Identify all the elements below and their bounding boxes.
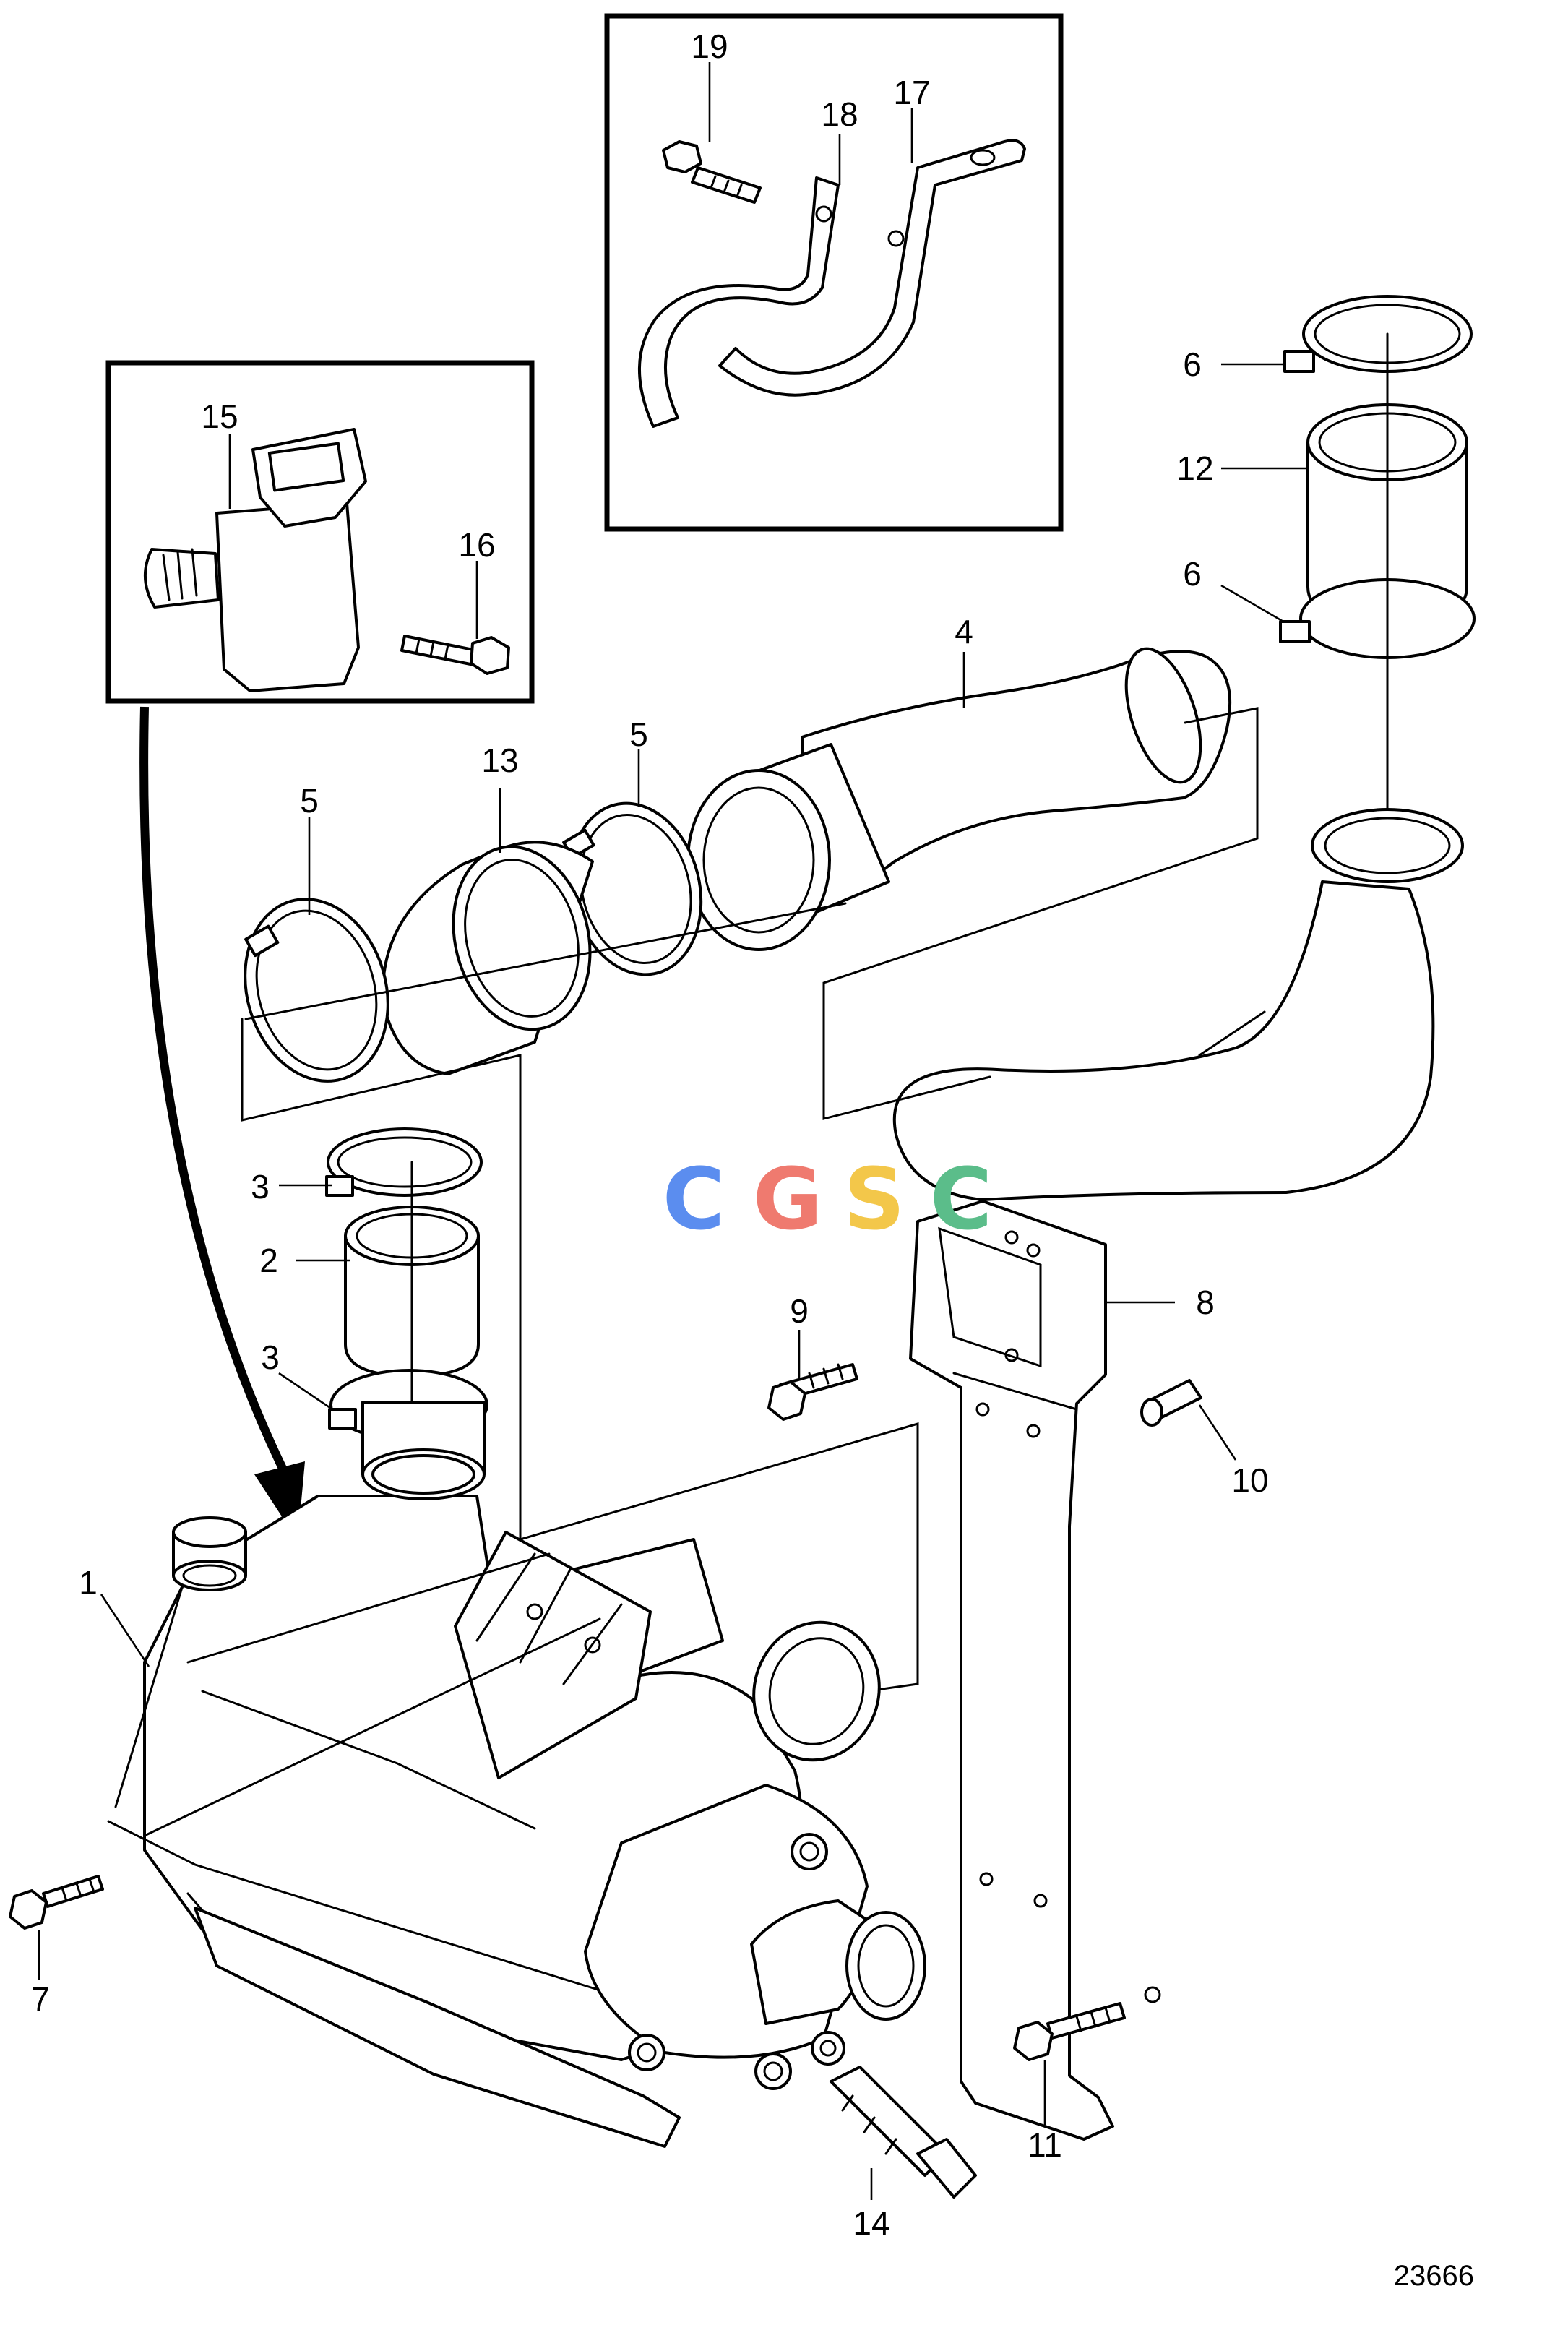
inset-frame-sensor bbox=[105, 360, 535, 704]
callout-leaders bbox=[38, 363, 1309, 2200]
spacer-10 bbox=[1140, 1379, 1202, 1427]
callout-19: 19 bbox=[691, 27, 728, 65]
callout-6-bottom: 6 bbox=[1183, 555, 1202, 593]
bracket-8 bbox=[909, 1200, 1161, 2141]
callout-13: 13 bbox=[481, 742, 518, 779]
callout-10: 10 bbox=[1231, 1461, 1268, 1499]
assembly-line-elbow bbox=[822, 707, 1259, 1120]
figure-number: 23666 bbox=[1394, 2260, 1474, 2292]
callout-18: 18 bbox=[821, 95, 858, 133]
inset-frame-bracket bbox=[604, 13, 1064, 532]
clamp-5-left bbox=[244, 898, 389, 1083]
callout-5-left: 5 bbox=[300, 782, 319, 820]
sensor-15 bbox=[144, 428, 367, 692]
watermark-letter-3: S bbox=[844, 1149, 905, 1249]
elbow-hose bbox=[892, 808, 1464, 1201]
callout-17: 17 bbox=[893, 74, 930, 111]
clamp-bracket-17 bbox=[718, 139, 1026, 397]
bolt-7 bbox=[9, 1875, 104, 1930]
callouts: 1 2 3 3 4 5 5 6 6 7 8 9 10 11 12 13 14 1… bbox=[31, 27, 1268, 2242]
callout-14: 14 bbox=[853, 2204, 889, 2242]
callout-6-top: 6 bbox=[1183, 345, 1202, 383]
callout-1: 1 bbox=[79, 1564, 98, 1602]
bolt-16 bbox=[400, 635, 510, 675]
bolt-9 bbox=[767, 1363, 858, 1421]
callout-3-top: 3 bbox=[251, 1168, 270, 1206]
cgsc-watermark: C G S C bbox=[663, 1149, 993, 1249]
exhaust-elbow-body-1 bbox=[107, 1401, 926, 2148]
callout-12: 12 bbox=[1176, 450, 1213, 487]
watermark-letter-2: G bbox=[753, 1149, 823, 1249]
watermark-letter-4: C bbox=[930, 1149, 993, 1249]
watermark-letter-1: C bbox=[663, 1149, 725, 1249]
callout-3-bottom: 3 bbox=[261, 1338, 280, 1376]
sleeve-13 bbox=[381, 841, 594, 1075]
callout-5-right: 5 bbox=[629, 715, 648, 753]
fitting-14 bbox=[830, 2066, 977, 2199]
callout-8: 8 bbox=[1196, 1284, 1215, 1321]
bolt-19 bbox=[662, 140, 762, 204]
bolt-11 bbox=[1013, 2002, 1126, 2061]
hose-4 bbox=[686, 647, 1232, 951]
inset-bracket-detail bbox=[604, 13, 1064, 532]
callout-2: 2 bbox=[259, 1242, 278, 1279]
callout-11: 11 bbox=[1028, 2126, 1062, 2164]
callout-9: 9 bbox=[790, 1292, 809, 1330]
callout-4: 4 bbox=[955, 613, 973, 650]
clamp-6-top bbox=[1283, 295, 1473, 373]
callout-16: 16 bbox=[458, 526, 495, 564]
location-arrow bbox=[139, 706, 293, 1484]
callout-7: 7 bbox=[31, 1980, 50, 2018]
inset-sensor-detail bbox=[105, 360, 535, 704]
clamp-bracket-18 bbox=[637, 176, 840, 428]
clamp-3-top bbox=[325, 1127, 483, 1197]
callout-15: 15 bbox=[201, 397, 238, 435]
